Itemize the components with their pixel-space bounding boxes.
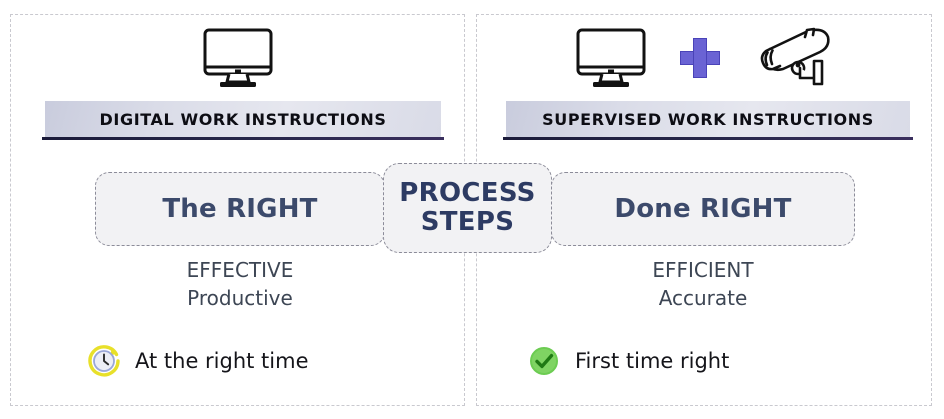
security-camera-icon <box>750 25 836 91</box>
pill-left-label: The RIGHT <box>162 194 318 224</box>
pill-process-steps: PROCESS STEPS <box>383 163 552 253</box>
pill-right-label: Done RIGHT <box>614 194 792 224</box>
monitor-icon <box>572 27 650 89</box>
green-check-icon <box>525 342 563 380</box>
banner-left-underline <box>42 137 444 140</box>
callout-at-the-right-time: At the right time <box>85 342 309 380</box>
process-steps-line2: STEPS <box>420 207 515 237</box>
clock-icon <box>85 342 123 380</box>
subtitle-right-secondary: Accurate <box>658 286 748 311</box>
plus-icon-vertical-bar <box>693 38 707 78</box>
subtitle-right-primary: EFFICIENT <box>652 258 754 282</box>
pill-the-right: The RIGHT <box>95 172 385 246</box>
banner-left-label: DIGITAL WORK INSTRUCTIONS <box>99 109 387 129</box>
banner-right-label: SUPERVISED WORK INSTRUCTIONS <box>542 109 874 129</box>
plus-icon <box>680 38 720 78</box>
monitor-icon <box>199 27 277 89</box>
subtitle-right: EFFICIENT Accurate <box>551 256 855 313</box>
process-steps-line1: PROCESS <box>399 177 536 208</box>
callout-right-label: First time right <box>575 349 730 373</box>
pill-done-right: Done RIGHT <box>551 172 855 246</box>
right-icon-row <box>476 24 932 92</box>
subtitle-left-primary: EFFECTIVE <box>186 258 294 282</box>
banner-digital-work-instructions: DIGITAL WORK INSTRUCTIONS <box>45 101 441 137</box>
callout-first-time-right: First time right <box>525 342 729 380</box>
subtitle-left-secondary: Productive <box>187 286 293 311</box>
callout-left-label: At the right time <box>135 349 309 373</box>
banner-right-underline <box>503 137 913 140</box>
banner-supervised-work-instructions: SUPERVISED WORK INSTRUCTIONS <box>506 101 910 137</box>
subtitle-left: EFFECTIVE Productive <box>95 256 385 313</box>
left-icon-row <box>10 24 465 92</box>
